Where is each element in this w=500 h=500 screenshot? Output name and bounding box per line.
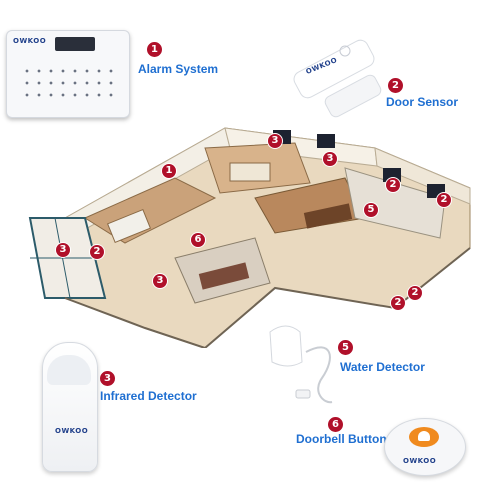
label-water-detector: Water Detector [340, 360, 425, 374]
door-sensor-image [293, 39, 382, 118]
doorbell-logo: OWKOO [403, 457, 437, 465]
marker-2-legend: 2 [388, 78, 403, 93]
label-infrared-detector: Infrared Detector [100, 389, 197, 403]
infrared-logo: OWKOO [55, 427, 89, 435]
marker-6-legend: 6 [328, 417, 343, 432]
map-marker-5: 5 [364, 203, 378, 217]
map-marker-2: 2 [386, 178, 400, 192]
map-marker-2: 2 [90, 245, 104, 259]
map-marker-3: 3 [153, 274, 167, 288]
map-marker-1: 6 [191, 233, 205, 247]
marker-1-legend: 1 [147, 42, 162, 57]
lcd-screen [55, 37, 95, 51]
marker-5-legend: 5 [338, 340, 353, 355]
map-marker-2: 2 [437, 193, 451, 207]
alarm-panel: OWKOO [6, 30, 130, 118]
label-doorbell-button: Doorbell Button [296, 432, 387, 446]
label-alarm-system: Alarm System [138, 62, 219, 76]
bell-icon [418, 431, 430, 441]
map-marker-2: 2 [391, 296, 405, 310]
label-door-sensor: Door Sensor [386, 95, 459, 109]
map-marker-3: 3 [56, 243, 70, 257]
infrared-detector-image: OWKOO [42, 342, 98, 472]
brand-logo: OWKOO [13, 37, 47, 45]
doorbell-button-image: OWKOO [384, 418, 466, 476]
map-marker-2: 1 [162, 164, 176, 178]
pir-lens [47, 355, 91, 385]
marker-3-legend: 3 [100, 371, 115, 386]
map-marker-6: 2 [408, 286, 422, 300]
water-detector-image [269, 325, 333, 404]
floorplan-image [28, 127, 471, 348]
map-marker-3: 3 [323, 152, 337, 166]
map-marker-3: 3 [268, 134, 282, 148]
keypad [21, 65, 117, 105]
